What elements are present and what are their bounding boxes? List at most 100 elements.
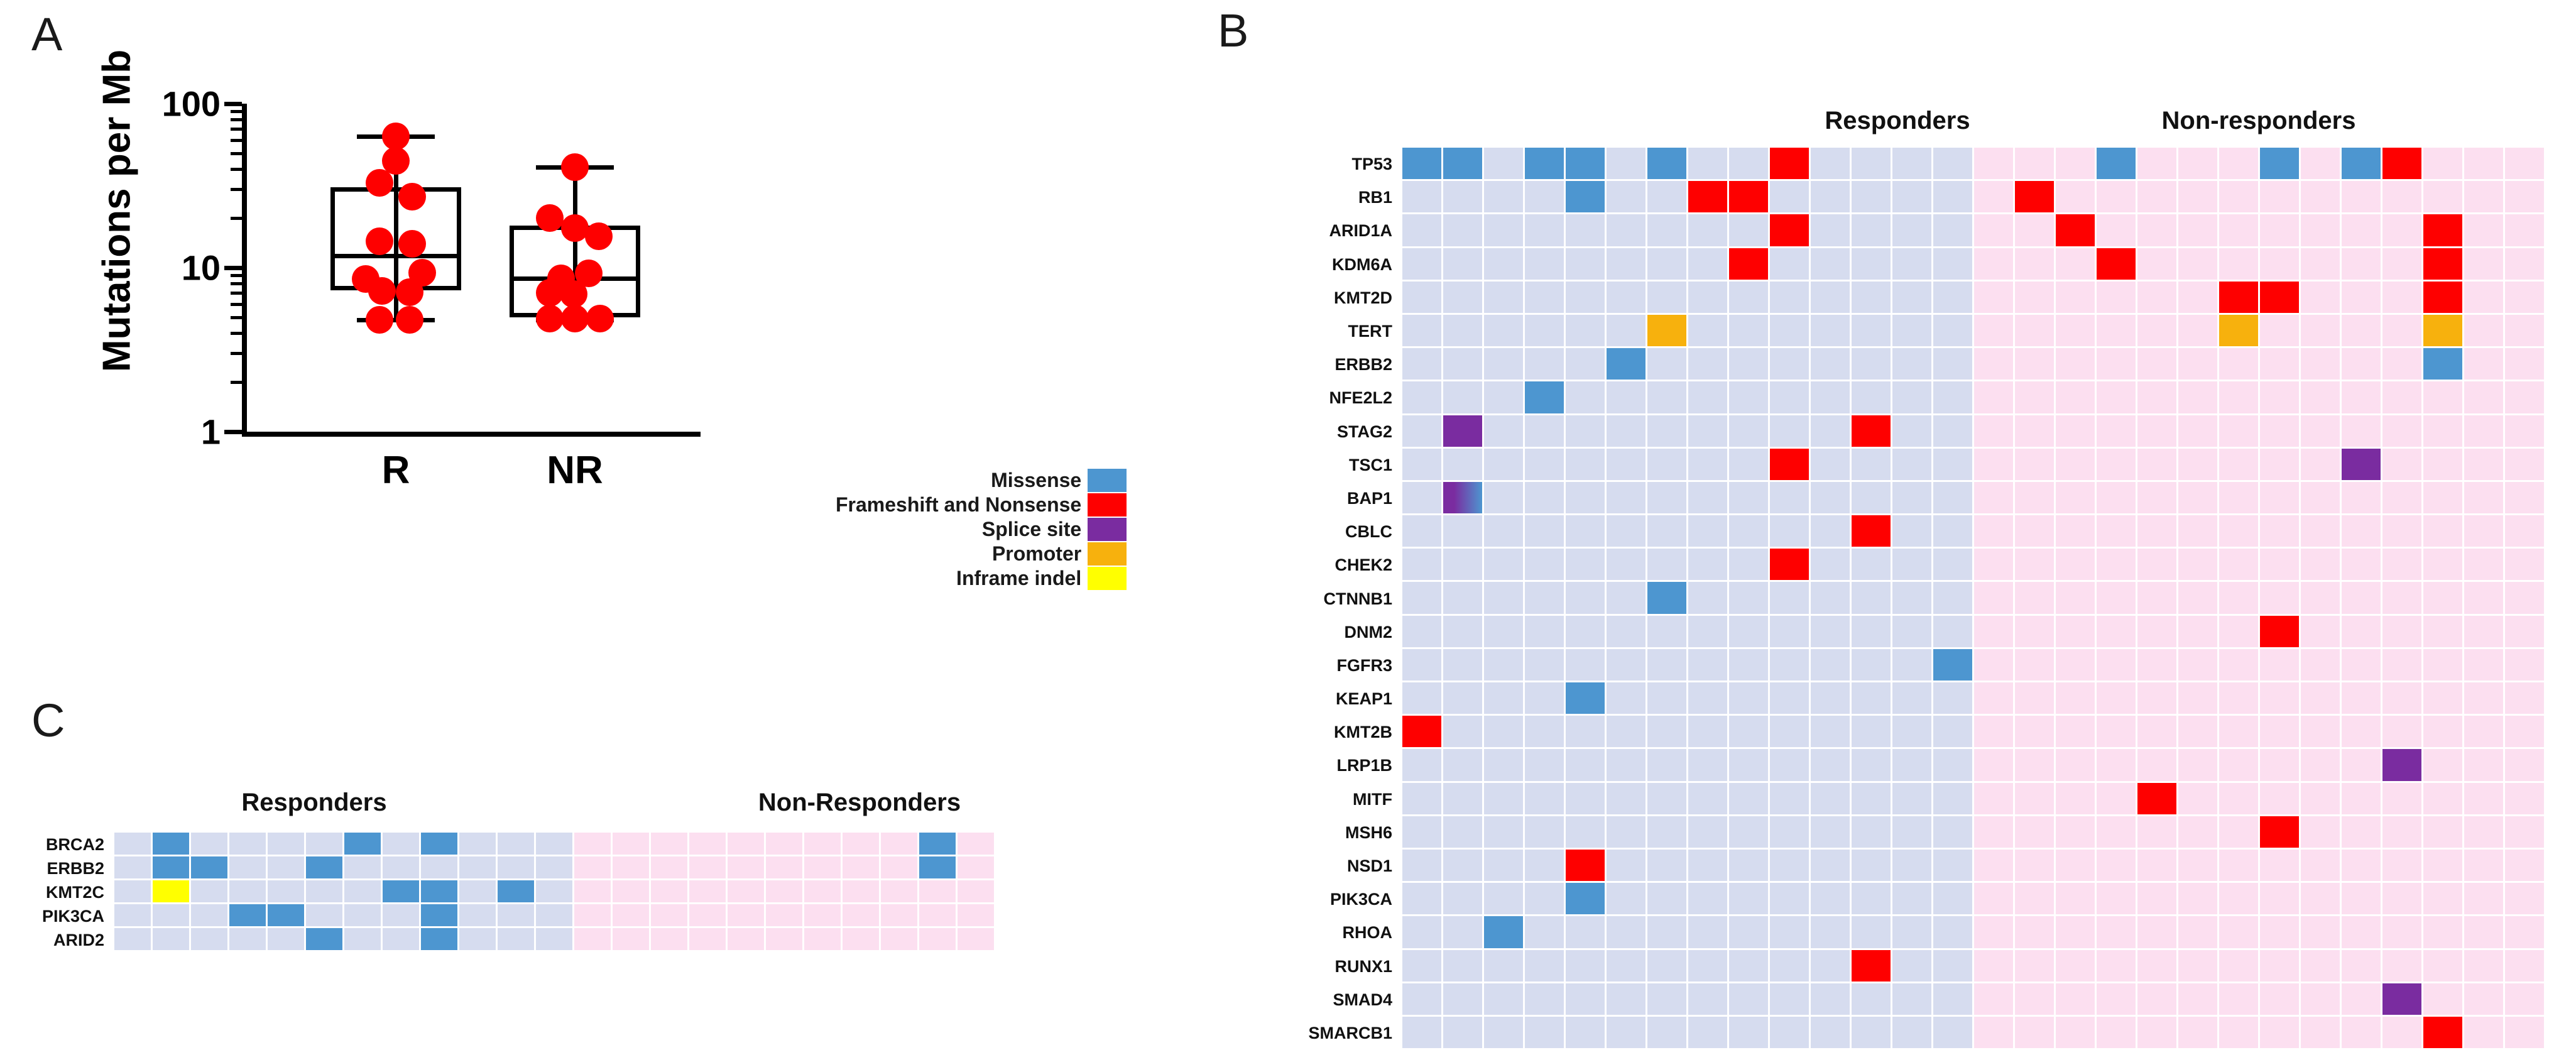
oncoprint-cell (1443, 481, 1484, 516)
oncoprint-cell (2137, 381, 2178, 415)
oncoprint-cell (1892, 582, 1933, 616)
oncoprint-cell (1933, 181, 1974, 215)
y-tick-minor (231, 167, 242, 171)
oncoprint-cell (2342, 381, 2382, 415)
oncoprint-cell (2382, 983, 2423, 1017)
oncoprint-row-cells (1402, 248, 2546, 282)
oncoprint-cell (1688, 749, 1729, 783)
oncoprint-cell (268, 833, 306, 856)
oncoprint-cell (1525, 716, 1566, 750)
oncoprint-cell (2056, 281, 2097, 315)
oncoprint-row: KDM6A (1225, 248, 2546, 282)
oncoprint-cell (2505, 549, 2546, 582)
oncoprint-cell (1402, 415, 1443, 449)
oncoprint-cell (2423, 314, 2464, 349)
oncoprint-cell (2464, 648, 2505, 682)
oncoprint-cell (1402, 849, 1443, 883)
gene-label: MSH6 (1345, 823, 1392, 842)
oncoprint-cell (1688, 448, 1729, 482)
oncoprint-cell (2056, 849, 2097, 883)
oncoprint-cell (2342, 849, 2382, 883)
oncoprint-cell (2464, 415, 2505, 449)
legend-item: Promoter (836, 542, 1127, 566)
oncoprint-cell (2015, 615, 2056, 649)
oncoprint-cell (1811, 615, 1852, 649)
oncoprint-cell (2097, 549, 2137, 582)
oncoprint-cell (1525, 916, 1566, 950)
oncoprint-cell (2260, 615, 2301, 649)
oncoprint-cell (1688, 983, 1729, 1017)
oncoprint-cell (2260, 515, 2301, 549)
oncoprint-cell (2382, 849, 2423, 883)
oncoprint-cell (1933, 615, 1974, 649)
data-point (398, 229, 426, 258)
legend-item: Frameshift and Nonsense (836, 493, 1127, 517)
oncoprint-cell (881, 833, 919, 856)
oncoprint-cell (1402, 549, 1443, 582)
oncoprint-cell (2342, 515, 2382, 549)
oncoprint-cell (1729, 782, 1770, 816)
oncoprint-cell (1647, 549, 1688, 582)
oncoprint-cell (2301, 148, 2342, 182)
gene-label: ARID2 (53, 930, 104, 949)
oncoprint-cell (1974, 415, 2015, 449)
oncoprint-cell (1607, 314, 1647, 349)
oncoprint-cell (2301, 648, 2342, 682)
oncoprint-cell (1729, 883, 1770, 917)
oncoprint-cell (2382, 648, 2423, 682)
oncoprint-cell (2178, 849, 2219, 883)
oncoprint-cell (1688, 415, 1729, 449)
oncoprint-cell (2178, 348, 2219, 382)
oncoprint-cell (2301, 248, 2342, 282)
oncoprint-cell (1484, 415, 1525, 449)
oncoprint-cell (1974, 1016, 2015, 1050)
oncoprint-cell (689, 856, 728, 880)
data-point (366, 306, 393, 334)
oncoprint-cell (1566, 749, 1607, 783)
oncoprint-cell (1607, 148, 1647, 182)
oncoprint-cell (1688, 949, 1729, 983)
legend-label: Frameshift and Nonsense (836, 493, 1082, 516)
oncoprint-cell (1402, 883, 1443, 917)
oncoprint-cell (1525, 515, 1566, 549)
oncoprint-cell (1688, 381, 1729, 415)
oncoprint-cell (1729, 1016, 1770, 1050)
oncoprint-cell (2423, 849, 2464, 883)
oncoprint-cell (498, 833, 536, 856)
oncoprint-row-cells (1402, 348, 2546, 382)
oncoprint-cell (2464, 481, 2505, 516)
oncoprint-cell (2137, 515, 2178, 549)
oncoprint-row-cells (1402, 648, 2546, 682)
oncoprint-cell (2137, 248, 2178, 282)
oncoprint-cell (1607, 1016, 1647, 1050)
oncoprint-row-cells (1402, 816, 2546, 850)
y-tick-minor (231, 109, 242, 113)
oncoprint-cell (191, 833, 229, 856)
oncoprint-cell (1525, 849, 1566, 883)
oncoprint-row: ARID1A (1225, 214, 2546, 248)
oncoprint-cell (306, 904, 344, 928)
oncoprint-cell (1647, 281, 1688, 315)
gene-label: BRCA2 (45, 834, 104, 854)
y-tick-major (224, 102, 242, 106)
oncoprint-cell (1770, 214, 1811, 248)
oncoprint-cell (2260, 582, 2301, 616)
oncoprint-cell (2423, 1016, 2464, 1050)
oncoprint-row: LRP1B (1225, 749, 2546, 783)
gene-label: DNM2 (1344, 622, 1392, 642)
oncoprint-cell (2423, 615, 2464, 649)
oncoprint-cell (2137, 148, 2178, 182)
oncoprint-cell (2015, 549, 2056, 582)
y-tick-minor (231, 302, 242, 306)
oncoprint-cell (1729, 949, 1770, 983)
oncoprint-cell (728, 856, 766, 880)
oncoprint-cell (2178, 1016, 2219, 1050)
oncoprint-cell (1525, 648, 1566, 682)
gene-label: SMARCB1 (1308, 1023, 1392, 1042)
oncoprint-cell (2342, 481, 2382, 516)
oncoprint-cell (1892, 248, 1933, 282)
oncoprint-cell (728, 880, 766, 904)
gene-label: PIK3CA (1329, 890, 1392, 909)
oncoprint-cell (2137, 448, 2178, 482)
oncoprint-cell (1852, 415, 1892, 449)
